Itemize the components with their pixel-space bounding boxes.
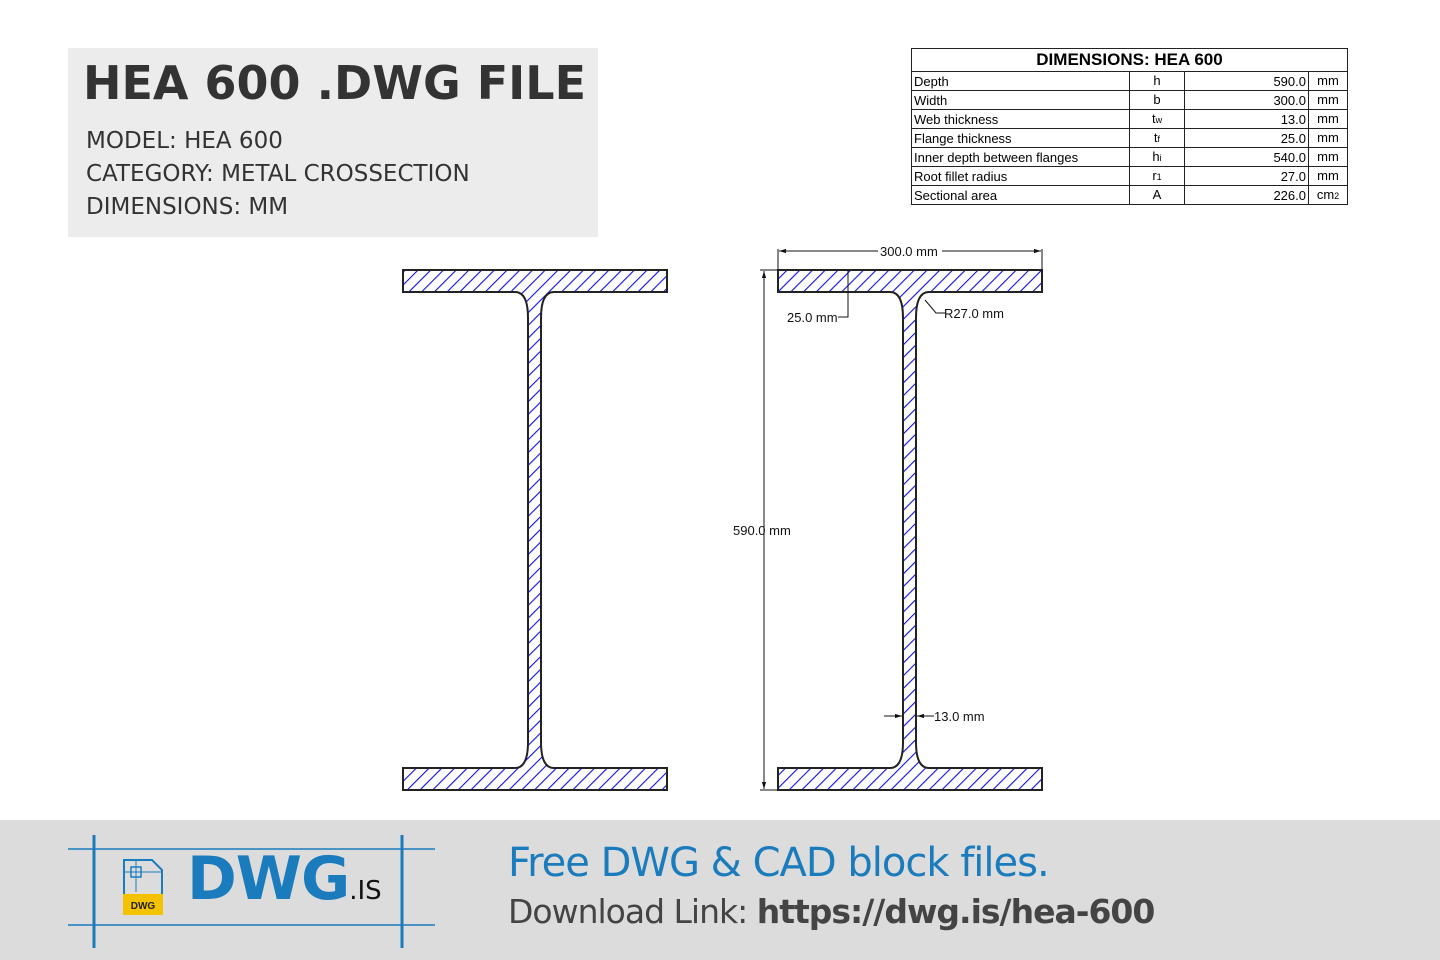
dwg-is-logo[interactable]: DWG.IS [187,844,382,914]
svg-text:13.0 mm: 13.0 mm [934,709,985,724]
dimensions-label: DIMENSIONS: MM [86,194,289,220]
table-row: Web thickness tw 13.0 mm [911,109,1348,129]
table-row: Sectional area A 226.0 cm2 [911,185,1348,205]
footer-banner: DWG DWG.IS Free DWG & CAD block files. D… [0,820,1440,960]
svg-text:590.0 mm: 590.0 mm [733,523,791,538]
category-label: CATEGORY: METAL CROSSECTION [86,161,470,187]
table-row: Width b 300.0 mm [911,90,1348,110]
page-title: HEA 600 .DWG FILE [83,56,587,110]
dimensions-table: DIMENSIONS: HEA 600 Depth h 590.0 mm Wid… [911,48,1348,205]
model-label: MODEL: HEA 600 [86,128,283,154]
logo-frame: DWG [68,835,435,948]
width-dimension: 300.0 mm [777,244,1043,270]
info-panel: HEA 600 .DWG FILE MODEL: HEA 600 CATEGOR… [68,48,598,237]
depth-dimension: 590.0 mm [733,269,791,791]
i-beam-right [777,269,1043,791]
dwg-file-icon: DWG [123,859,163,915]
flange-dimension: 25.0 mm [787,270,849,325]
svg-text:DWG: DWG [131,901,156,912]
table-title: DIMENSIONS: HEA 600 [911,48,1348,72]
svg-text:300.0 mm: 300.0 mm [880,244,938,259]
radius-dimension: R27.0 mm [924,299,1004,321]
download-link[interactable]: https://dwg.is/hea-600 [756,892,1156,931]
svg-text:R27.0 mm: R27.0 mm [944,306,1004,321]
i-beam-left [402,269,668,791]
beam-drawing: 300.0 mm 25.0 mm R27.0 mm 590.0 mm 13.0 … [402,244,1043,791]
svg-text:25.0 mm: 25.0 mm [787,310,838,325]
tagline: Free DWG & CAD block files. [508,840,1050,886]
download-label: Download Link: [508,892,757,931]
download-line: Download Link: https://dwg.is/hea-600 [508,892,1156,931]
table-row: Flange thickness tf 25.0 mm [911,128,1348,148]
web-dimension: 13.0 mm [884,709,985,724]
